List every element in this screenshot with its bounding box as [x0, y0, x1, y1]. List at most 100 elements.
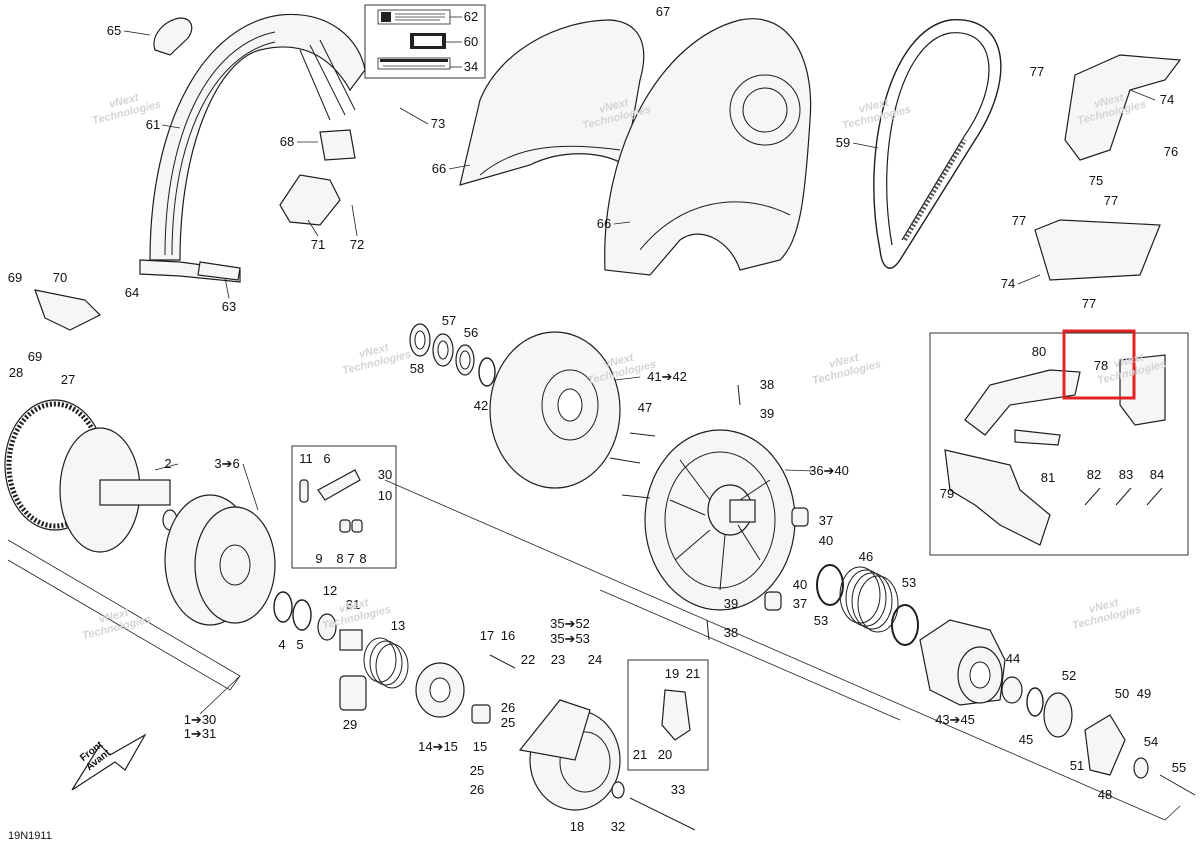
- spring-46: [839, 566, 899, 633]
- part-callout: 58: [409, 361, 425, 376]
- part-callout: 53: [813, 613, 829, 628]
- part-callout: 36➔40: [809, 463, 849, 478]
- part-callout: 12: [322, 583, 338, 598]
- driven-cam: [919, 619, 1006, 706]
- part-callout: 77: [1029, 64, 1045, 79]
- detail-frame-guards: [929, 332, 1189, 556]
- part-callout: 43➔45: [935, 712, 975, 727]
- part-callout: 33: [670, 782, 686, 797]
- part-callout: 62: [463, 9, 479, 24]
- part-callout: 35➔52: [550, 616, 590, 631]
- part-callout: 77: [1081, 296, 1097, 311]
- part-callout: 24: [587, 652, 603, 667]
- part-callout: 60: [463, 34, 479, 49]
- bracket-68: [319, 129, 356, 161]
- part-callout: 63: [221, 299, 237, 314]
- part-callout: 9: [315, 551, 323, 566]
- part-callout: 64: [124, 285, 140, 300]
- part-callout: 76: [1163, 144, 1179, 159]
- ring-4: [273, 591, 293, 623]
- part-callout: 48: [1097, 787, 1113, 802]
- part-callout: 34: [463, 59, 479, 74]
- part-callout: 21: [685, 666, 701, 681]
- bolts-38-47: [609, 384, 741, 641]
- part-callout: 19: [664, 666, 680, 681]
- part-callout: 28: [8, 365, 24, 380]
- part-callout: 45: [1018, 732, 1034, 747]
- part-callout: 57: [441, 313, 457, 328]
- part-callout: 46: [858, 549, 874, 564]
- part-callout: 14➔15: [418, 739, 458, 754]
- assembly-bracket-lines: [7, 479, 1181, 821]
- part-callout: 77: [1011, 213, 1027, 228]
- grommet-65: [153, 17, 193, 56]
- part-callout: 74: [1159, 92, 1175, 107]
- part-callout: 59: [835, 135, 851, 150]
- spider-14: [415, 662, 465, 718]
- part-callout: 51: [1069, 758, 1085, 773]
- part-callout: 73: [430, 116, 446, 131]
- part-callout: 74: [1000, 276, 1016, 291]
- part-callout: 52: [1061, 668, 1077, 683]
- detail-frame-rollers: [291, 445, 397, 569]
- part-callout: 39: [723, 596, 739, 611]
- ramp-19: [661, 689, 691, 741]
- part-callout: 25: [469, 763, 485, 778]
- washer-32: [611, 781, 625, 799]
- part-callout: 77: [1103, 193, 1119, 208]
- belt-guard-main: [604, 18, 812, 276]
- washers-56-58: [409, 323, 496, 387]
- part-callout: 2: [164, 456, 172, 471]
- part-callout: 25: [500, 715, 516, 730]
- bracket-71: [279, 174, 341, 226]
- part-callout: 66: [596, 216, 612, 231]
- bushing-44: [1001, 676, 1023, 704]
- part-callout: 23: [550, 652, 566, 667]
- front-arrow-shape: [71, 733, 147, 791]
- part-callout: 15: [472, 739, 488, 754]
- part-callout: 30: [377, 467, 393, 482]
- part-callout: 18: [569, 819, 585, 834]
- part-callout: 20: [657, 747, 673, 762]
- drive-pulley-movable: [164, 494, 276, 626]
- part-callout: 11: [299, 451, 313, 466]
- detail-frame-decal: [364, 4, 486, 79]
- part-callout: 10: [377, 488, 393, 503]
- part-callout: 53: [901, 575, 917, 590]
- part-callout: 44: [1005, 651, 1021, 666]
- part-callout: 71: [310, 237, 326, 252]
- part-callout: 41➔42: [647, 369, 687, 384]
- movable-sheave: [644, 429, 796, 611]
- washer-54: [1133, 757, 1149, 779]
- roller-detail-parts: [299, 469, 363, 533]
- shield-74-lower: [1034, 219, 1161, 281]
- part-callout: 75: [1088, 173, 1104, 188]
- part-callout: 22: [520, 652, 536, 667]
- part-callout: 78: [1093, 358, 1109, 373]
- guard-detail-parts: [944, 354, 1166, 546]
- part-callout: 66: [431, 161, 447, 176]
- part-callout: 1➔31: [183, 726, 217, 741]
- part-callout: 55: [1171, 760, 1187, 775]
- part-callout: 69: [7, 270, 23, 285]
- part-callout: 8: [336, 551, 344, 566]
- part-callout: 16: [500, 628, 516, 643]
- part-callout: 39: [759, 406, 775, 421]
- part-callout: 31: [345, 597, 361, 612]
- part-callout: 38: [723, 625, 739, 640]
- decal-stickers: [377, 9, 462, 70]
- part-callout: 29: [342, 717, 358, 732]
- bolt-55: [1159, 774, 1196, 796]
- part-callout: 61: [145, 117, 161, 132]
- cover-18: [518, 699, 621, 811]
- part-callout: 82: [1086, 467, 1102, 482]
- detail-frame-ramp: [627, 659, 709, 771]
- part-callout: 3➔6: [214, 456, 240, 471]
- plate-48: [1084, 714, 1126, 776]
- part-callout: 40: [818, 533, 834, 548]
- part-callout: 79: [939, 486, 955, 501]
- clip-63: [197, 261, 241, 281]
- part-callout: 42: [473, 398, 489, 413]
- roller-37-lower: [764, 591, 782, 611]
